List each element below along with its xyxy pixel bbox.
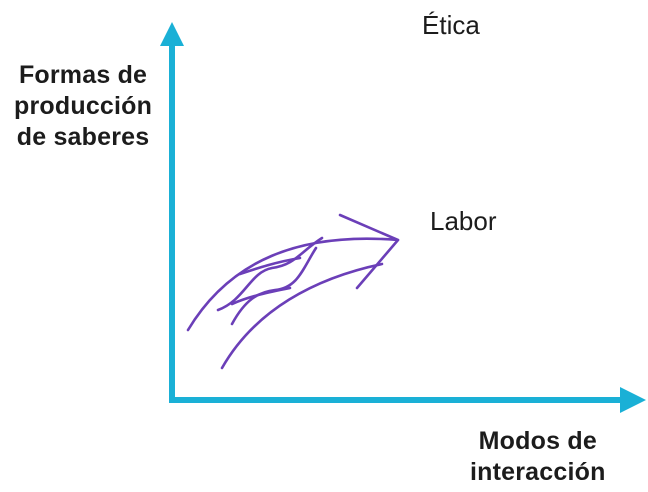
flow-arrows <box>186 213 400 370</box>
wave-c <box>230 286 292 306</box>
x-axis-label-line1: Modos de <box>478 427 597 455</box>
axes <box>160 22 646 413</box>
y-axis-label-line3: de saberes <box>16 123 150 151</box>
y-axis-label-line2: producción <box>14 92 153 120</box>
lower-curve <box>220 262 384 370</box>
arrowhead-top <box>338 213 400 290</box>
y-axis-label: Formas de producción de saberes <box>14 60 152 153</box>
y-axis-label-line1: Formas de <box>18 61 148 89</box>
wave-a <box>216 236 324 312</box>
wave-b <box>230 246 318 326</box>
x-axis-arrowhead <box>620 387 646 413</box>
y-axis-arrowhead <box>160 22 184 46</box>
x-axis-label: Modos de interacción <box>470 426 606 488</box>
upper-curve <box>186 237 400 332</box>
etica-label: Ética <box>422 10 480 40</box>
labor-label: Labor <box>430 206 497 236</box>
wave-d <box>238 256 302 276</box>
x-axis-label-line2: interacción <box>470 458 606 486</box>
